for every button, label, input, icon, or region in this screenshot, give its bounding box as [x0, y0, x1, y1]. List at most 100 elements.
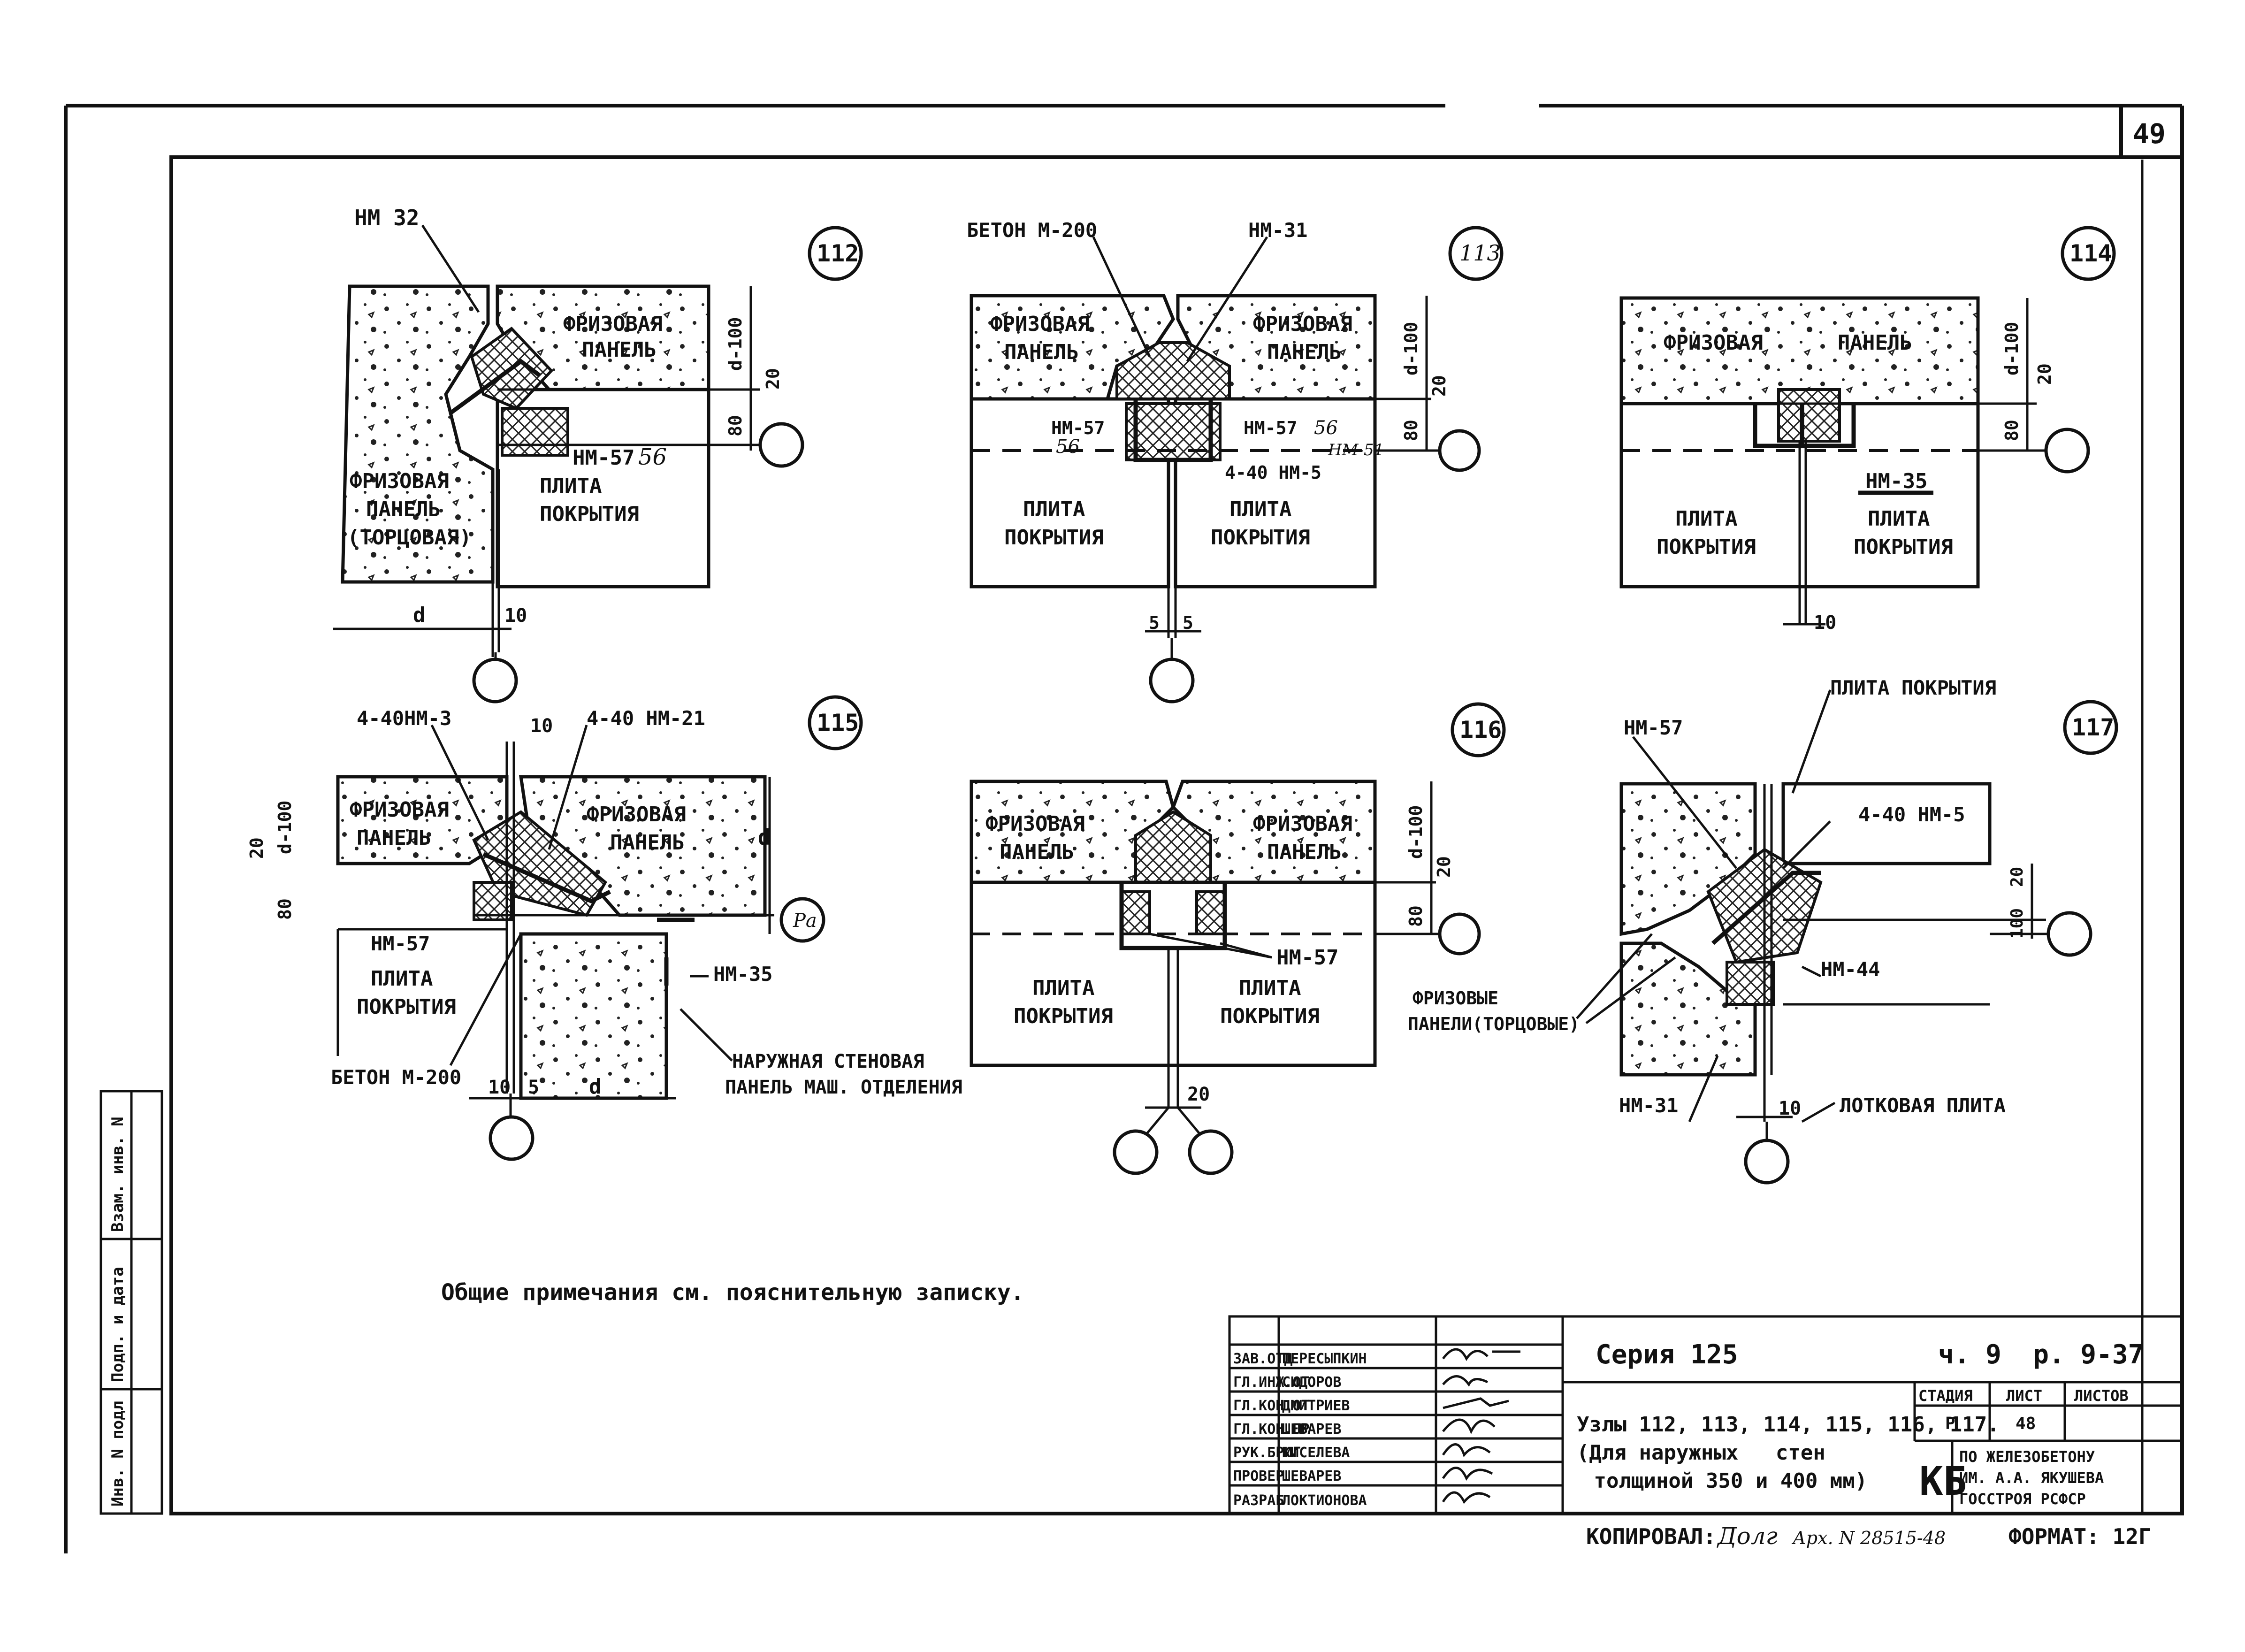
archive-number: Арх. N 28515-48 [1791, 1528, 1946, 1548]
node-112-dim-10: 10 [504, 605, 527, 627]
node-117-dim-10: 10 [1779, 1098, 1801, 1119]
node-115-mark-c: НМ-57 [371, 932, 430, 955]
node-117-tray-plate: ЛОТКОВАЯ ПЛИТА [1840, 1094, 2006, 1117]
stamp-col-sheets: ЛИСТОВ [2074, 1387, 2129, 1405]
node-115-dim-10: 10 [488, 1077, 511, 1098]
node-115-mark-a: 4-40НМ-3 [357, 707, 451, 730]
stamp-roles: ЗАВ.ОТД ГЛ.ИНЖ.ОТ ГЛ.КОН.ОТ ГЛ.КОН.ПР РУ… [1233, 1351, 1367, 1509]
stamp-name: ДМИТРИЕВ [1282, 1398, 1350, 1414]
node-115-mark-b: 4-40 НМ-21 [587, 707, 705, 730]
node-113-top-left: БЕТОН М-200 [967, 219, 1097, 242]
node-113-mark-right-hand2: НМ-51 [1328, 441, 1384, 459]
stamp-role: РАЗРАБ [1233, 1492, 1284, 1509]
node-117-dim-100: 100 [2008, 908, 2027, 939]
node-113-mark-right-hand: 56 [1314, 417, 1338, 439]
node-113-mark-bottom: 4-40 НМ-5 [1225, 462, 1321, 483]
node-113-top-right: НМ-31 [1248, 219, 1307, 242]
node-115-concrete: БЕТОН М-200 [331, 1066, 461, 1089]
stamp-name: ЛОКТИОНОВА [1282, 1492, 1367, 1509]
node-115-dim-20: 20 [246, 837, 267, 859]
stamp-col-stage: СТАДИЯ [1918, 1387, 1973, 1405]
node-114-mark: НМ-35 [1865, 469, 1927, 493]
node-112-dim-20: 20 [763, 368, 783, 390]
node-112-dim-d100: d-100 [725, 317, 746, 371]
stamp-role: ГЛ.КОН.ОТ [1233, 1398, 1310, 1414]
node-113-mark-left-hand: 56 [1056, 436, 1080, 458]
title-block [1228, 1315, 2184, 1515]
node-113-dim-5a: 5 [1149, 612, 1160, 633]
stamp-sign-date: Подп. и дата [108, 1267, 127, 1382]
node-115-dim-10-top: 10 [530, 715, 553, 737]
node-116-mark: НМ-57 [1276, 946, 1338, 970]
node-113-mark-left: НМ-57 [1051, 418, 1105, 438]
node-116-dim-80: 80 [1405, 905, 1426, 927]
node-112-top-material: НМ 32 [354, 205, 419, 230]
node-112-dim-80: 80 [725, 415, 746, 436]
sheet-frame [64, 104, 2184, 1553]
node-115-dim-d: d [758, 825, 771, 850]
stamp-name: ШЕВАРЕВ [1282, 1468, 1341, 1484]
node-117-mark-d: НМ-31 [1619, 1094, 1678, 1117]
side-stamp: Инв. N подл Подп. и дата Взам. инв. N [99, 1090, 163, 1515]
node-117-plate-top: ПЛИТА ПОКРЫТИЯ [1830, 676, 1996, 699]
node-117-mark-c: НМ-44 [1821, 958, 1880, 981]
stamp-title: Узлы 112, 113, 114, 115, 116, 117.(Для н… [1577, 1413, 2000, 1493]
stamp-org-code: КБ [1919, 1458, 1967, 1504]
stamp-name: СИДОРОВ [1282, 1374, 1341, 1391]
node-113-number: 113 [1459, 240, 1501, 266]
node-115-dim-5: 5 [528, 1077, 539, 1098]
node-116-dim-20-bottom: 20 [1187, 1084, 1210, 1105]
node-114-dim-d100: d-100 [2001, 322, 2022, 375]
node-115-mark-d: НМ-35 [713, 963, 772, 986]
node-114-dim-20: 20 [2034, 363, 2055, 385]
node-115-dim-d-bottom: d [589, 1075, 602, 1099]
node-117-dim-20: 20 [2008, 867, 2027, 887]
node-117: 117 ПЛИТА ПОКРЫТИЯ НМ-57 4-40 НМ-5 НМ-44… [1408, 676, 2118, 1185]
node-113-dim-d100: d-100 [1401, 322, 1421, 375]
page-number: 49 [2133, 118, 2166, 150]
stamp-inv-no: Инв. N подл [108, 1401, 127, 1507]
node-113-dim-80: 80 [1401, 420, 1421, 441]
node-117-number: 117 [2072, 714, 2114, 741]
node-114-number: 114 [2069, 240, 2112, 267]
node-115-dim-d100: d-100 [275, 801, 295, 854]
node-116-number: 116 [1459, 716, 1502, 743]
copied-label: КОПИРОВАЛ: [1586, 1524, 1716, 1549]
node-112-mark: НМ-57 [573, 446, 634, 470]
node-115-axis-mark: Ра [793, 910, 817, 932]
stamp-role: ГЛ.ИНЖ.ОТ [1233, 1374, 1310, 1391]
copied-signature: Долг [1717, 1522, 1778, 1550]
node-112-mark-hand: 56 [638, 444, 667, 470]
stamp-replace-inv: Взам. инв. N [108, 1117, 127, 1232]
node-115-number: 115 [817, 709, 859, 736]
node-113-dim-20: 20 [1429, 375, 1450, 397]
node-116-dim-20: 20 [1434, 856, 1454, 878]
node-117-mark-a: НМ-57 [1624, 716, 1683, 739]
node-115-dim-80: 80 [275, 898, 295, 920]
stamp-stage: Р [1945, 1414, 1955, 1433]
